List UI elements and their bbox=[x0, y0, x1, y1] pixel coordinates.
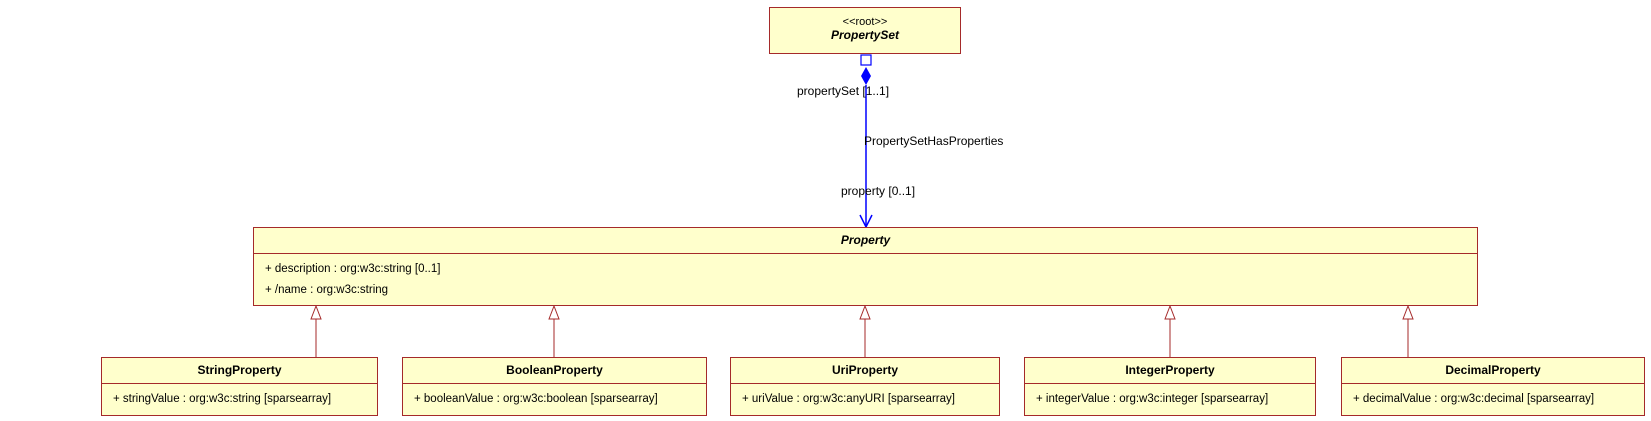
association-target-role: property [0..1] bbox=[841, 184, 916, 198]
attribute-string-value: + stringValue : org:w3c:string [sparsear… bbox=[113, 393, 332, 405]
class-name: IntegerProperty bbox=[1125, 363, 1215, 377]
class-stereotype: <<root>> bbox=[842, 16, 888, 28]
compartment-divider bbox=[254, 253, 1477, 254]
compartment-divider bbox=[403, 383, 706, 384]
association-name: PropertySetHasProperties bbox=[864, 134, 1004, 148]
class-name: PropertySet bbox=[830, 28, 900, 42]
attribute-description: + description : org:w3c:string [0..1] bbox=[265, 263, 441, 275]
integerproperty-class[interactable]: IntegerProperty + integerValue : org:w3c… bbox=[1024, 357, 1316, 416]
stringproperty-class[interactable]: StringProperty + stringValue : org:w3c:s… bbox=[101, 357, 378, 416]
booleanproperty-class[interactable]: BooleanProperty + booleanValue : org:w3c… bbox=[402, 357, 707, 416]
generalization-boolean[interactable] bbox=[548, 304, 560, 357]
generalization-integer[interactable] bbox=[1164, 304, 1176, 357]
attribute-uri-value: + uriValue : org:w3c:anyURI [sparsearray… bbox=[742, 393, 955, 405]
association-line[interactable] bbox=[859, 54, 873, 229]
property-class[interactable]: Property + description : org:w3c:string … bbox=[253, 227, 1478, 306]
decimalproperty-class[interactable]: DecimalProperty + decimalValue : org:w3c… bbox=[1341, 357, 1645, 416]
compartment-divider bbox=[1342, 383, 1644, 384]
attribute-boolean-value: + booleanValue : org:w3c:boolean [sparse… bbox=[414, 393, 658, 405]
class-name: StringProperty bbox=[197, 363, 282, 377]
generalization-uri[interactable] bbox=[859, 304, 871, 357]
association-source-role: propertySet [1..1] bbox=[797, 84, 890, 98]
class-name: BooleanProperty bbox=[506, 363, 603, 377]
compartment-divider bbox=[102, 383, 377, 384]
class-name: Property bbox=[840, 233, 891, 247]
attribute-decimal-value: + decimalValue : org:w3c:decimal [sparse… bbox=[1353, 393, 1595, 405]
attribute-integer-value: + integerValue : org:w3c:integer [sparse… bbox=[1036, 393, 1269, 405]
generalization-string[interactable] bbox=[310, 304, 322, 357]
compartment-divider bbox=[731, 383, 999, 384]
compartment-divider bbox=[1025, 383, 1315, 384]
class-name: UriProperty bbox=[831, 363, 899, 377]
uriproperty-class[interactable]: UriProperty + uriValue : org:w3c:anyURI … bbox=[730, 357, 1000, 416]
propertyset-class[interactable]: <<root>> PropertySet bbox=[769, 7, 961, 54]
attribute-name: + /name : org:w3c:string bbox=[265, 284, 389, 296]
class-name: DecimalProperty bbox=[1445, 363, 1541, 377]
generalization-decimal[interactable] bbox=[1402, 304, 1414, 357]
